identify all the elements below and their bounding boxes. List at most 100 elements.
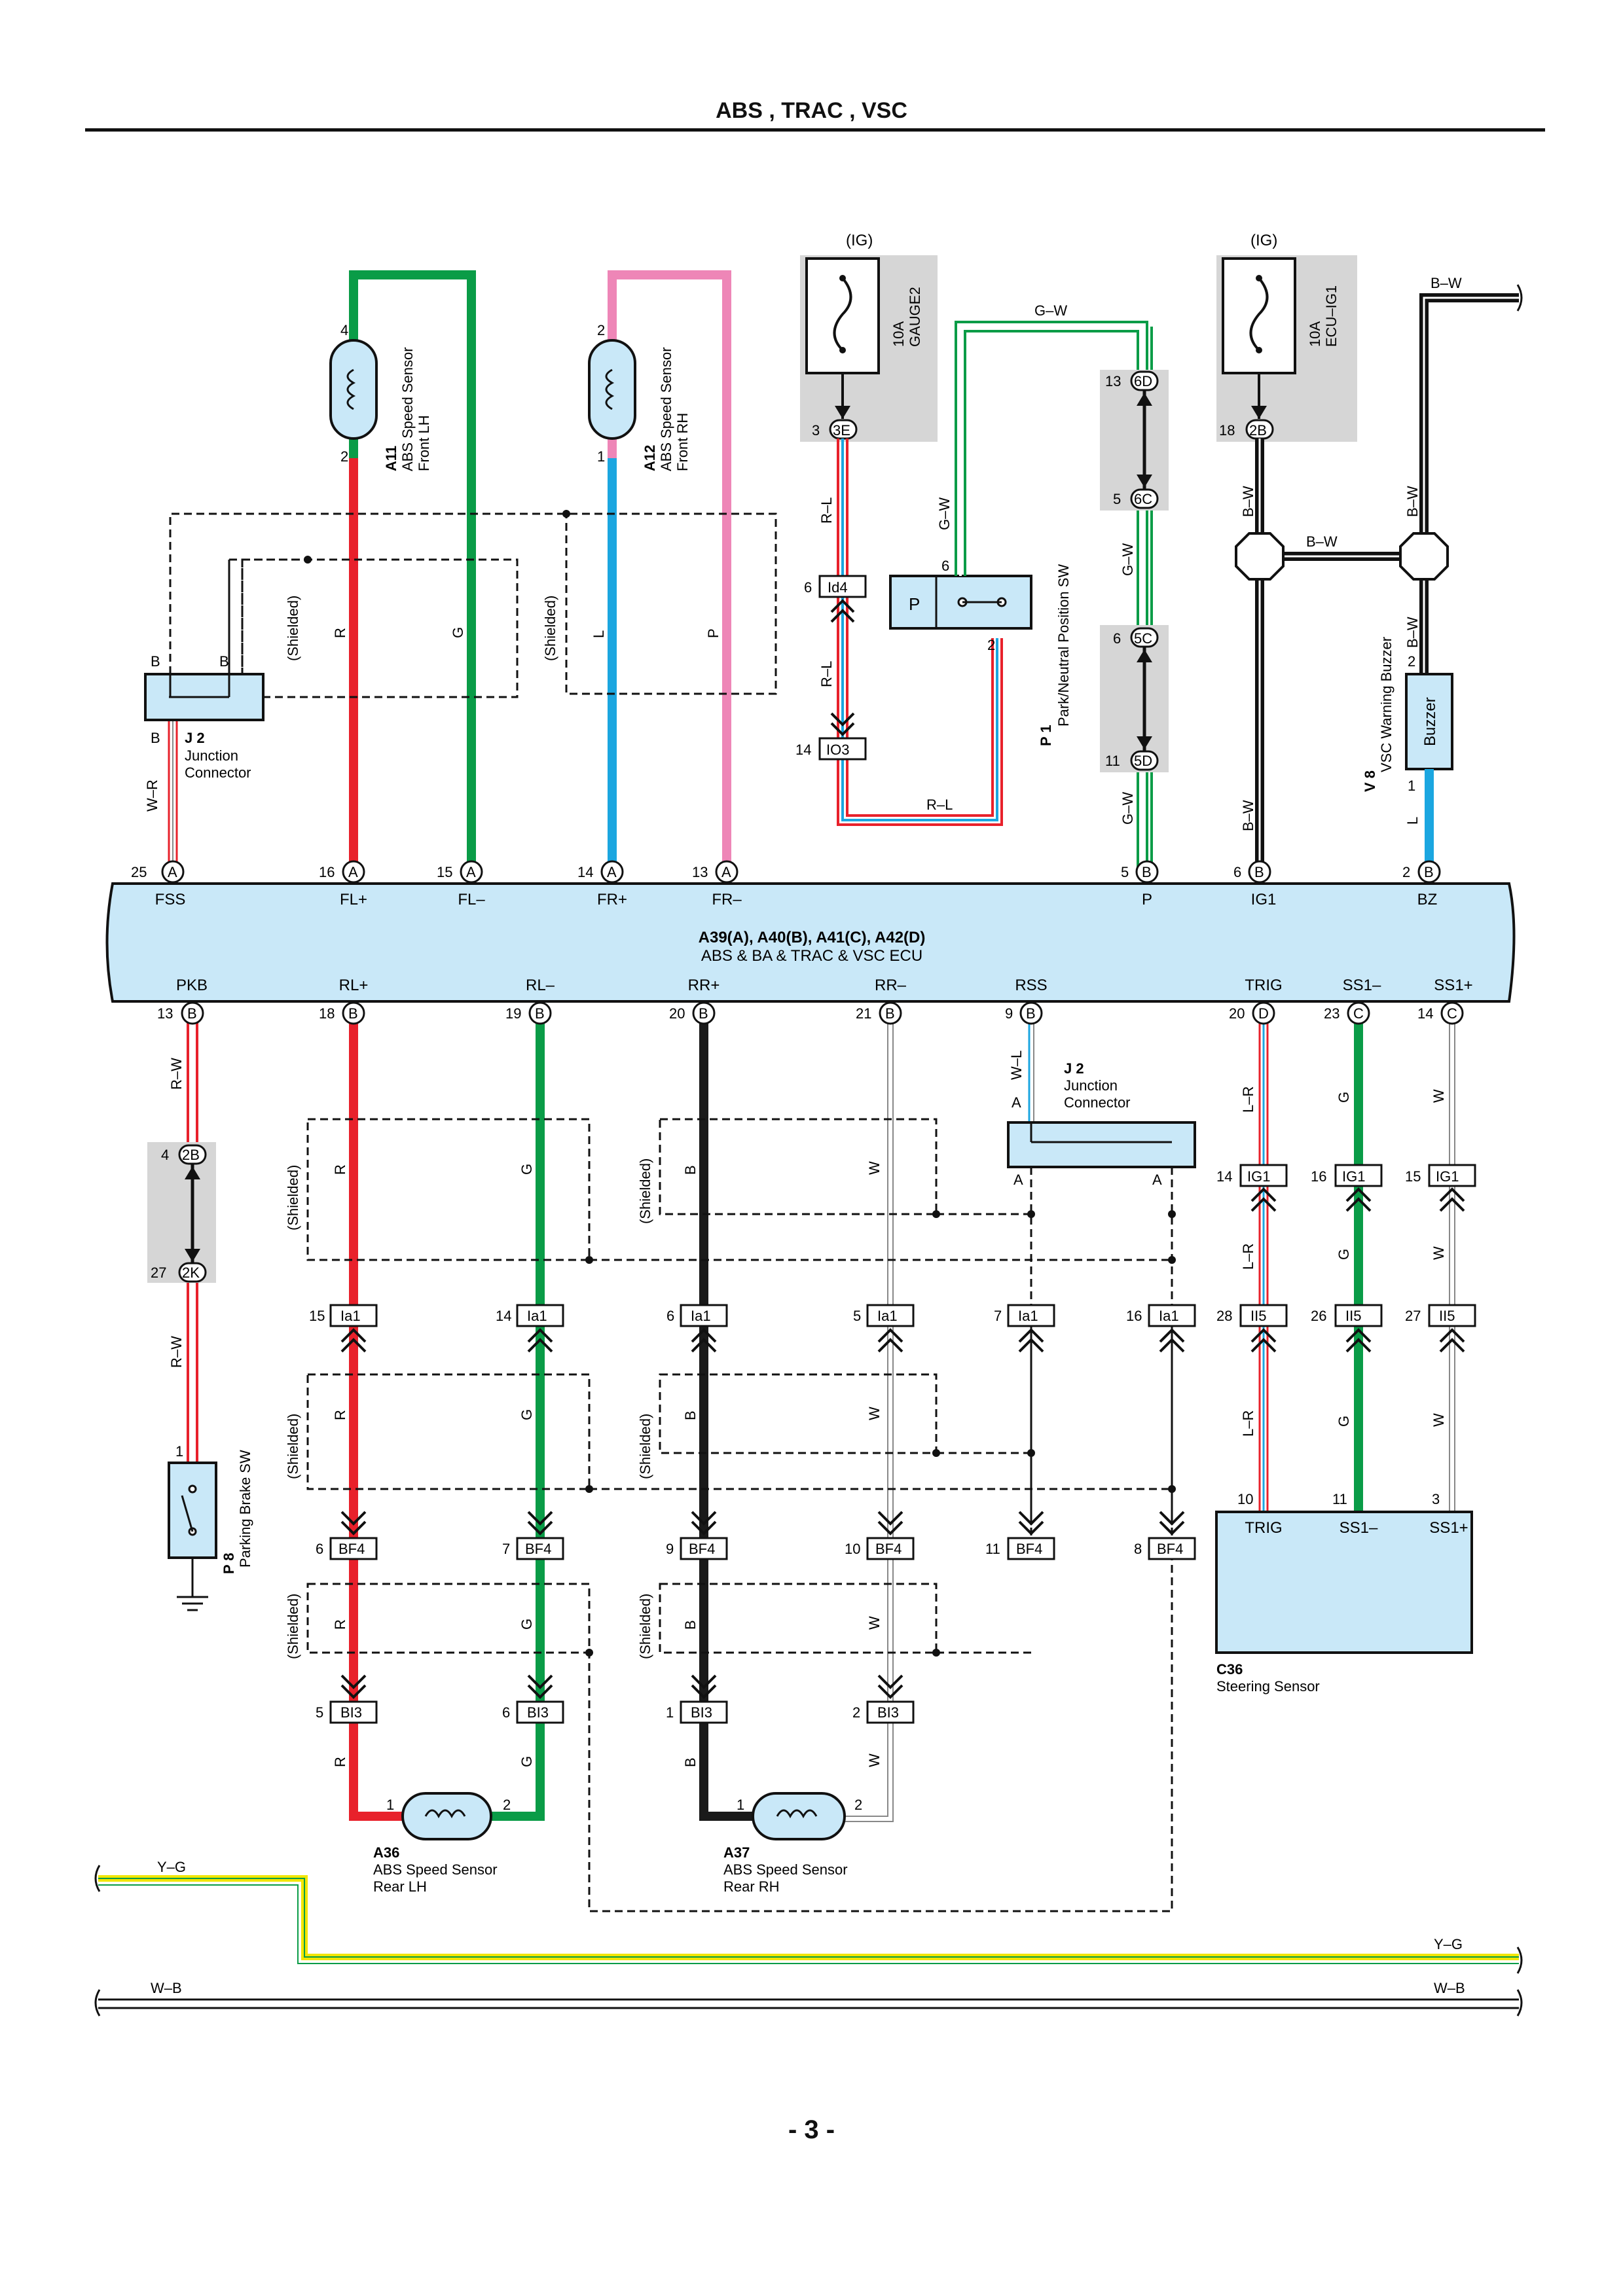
wire-label-b-w-2: B–W	[1240, 486, 1256, 517]
steer-w-1: W	[1431, 1089, 1447, 1103]
j2-bottom-id: J 2	[1064, 1060, 1084, 1077]
conn-2b-pin: 4	[161, 1147, 169, 1163]
shielded-label-5: (Shielded)	[285, 1594, 301, 1659]
conn-block-5c5d	[1100, 625, 1169, 772]
wire-fl	[349, 270, 476, 872]
a12-label-1: ABS Speed Sensor	[658, 347, 674, 471]
wire-label-b-w-6: B–W	[1240, 800, 1256, 831]
j2-bottom-l1: Junction	[1064, 1077, 1118, 1094]
top-pin-markers	[161, 860, 1441, 884]
conn-id4-label: Id4	[828, 579, 848, 596]
j2-bottom	[1007, 1121, 1196, 1168]
wire-steering	[1258, 1014, 1455, 1512]
ii5-l-3: II5	[1439, 1308, 1455, 1324]
top-pin-num-1: 16	[319, 864, 335, 880]
j2-top-l1: Junction	[185, 747, 238, 764]
wire-label-r-l-2: R–L	[818, 661, 835, 687]
ia1-pin-7: 7	[994, 1308, 1002, 1324]
j2-bottom-l2: Connector	[1064, 1094, 1131, 1111]
ig1-l-2: IG1	[1342, 1168, 1365, 1185]
conn-5d-pin: 11	[1105, 753, 1120, 769]
bi3-pin-6: 6	[502, 1704, 510, 1721]
conn-3e-label: 3E	[833, 422, 850, 439]
top-pin-num-2: 15	[437, 864, 452, 880]
bot-pin-conn-7: C	[1353, 1005, 1364, 1022]
a37-pin-2: 2	[854, 1797, 862, 1813]
bot-pin-conn-8: C	[1447, 1005, 1457, 1022]
rr-b-3: B	[682, 1620, 699, 1630]
bf4-l-5: BF4	[1016, 1541, 1042, 1557]
fuse-ecuig1	[1222, 257, 1296, 419]
junction-octagons	[1235, 532, 1449, 581]
bi3-l-1: BI3	[340, 1704, 362, 1721]
conn-2b-top-label: 2B	[1249, 422, 1267, 439]
j2-bottom-a1: A	[1012, 1094, 1021, 1111]
ii5-l-2: II5	[1345, 1308, 1361, 1324]
rl-r-3: R	[332, 1619, 348, 1630]
v8-label: VSC Warning Buzzer	[1378, 637, 1395, 772]
wire-rss	[1028, 1014, 1034, 1122]
p1-pin-6: 6	[941, 558, 949, 574]
conn-6d-pin: 13	[1105, 373, 1121, 389]
ig1-l-3: IG1	[1436, 1168, 1459, 1185]
rr-b-1: B	[682, 1165, 699, 1175]
shield-boxes-bottom	[306, 1118, 938, 1654]
conn-id4-pin: 6	[804, 579, 812, 596]
ia1-pin-14: 14	[496, 1308, 511, 1324]
a11-id: A11	[383, 446, 399, 471]
bi3-pin-5: 5	[316, 1704, 323, 1721]
j2-top	[144, 558, 308, 721]
steering-conns	[1239, 1164, 1476, 1327]
a37-l1: ABS Speed Sensor	[723, 1861, 848, 1878]
ecu-pin-rr-plus: RR+	[688, 977, 720, 994]
rl-r-2: R	[332, 1410, 348, 1420]
title-rule	[85, 128, 1545, 132]
bot-pin-conn-5: B	[1026, 1005, 1036, 1022]
conn-row-bf4	[329, 1537, 1196, 1560]
bot-pin-num-3: 20	[669, 1005, 685, 1022]
wire-label-w-l: W–L	[1008, 1050, 1025, 1080]
fuse-ecuig1-supply: (IG)	[1250, 232, 1277, 249]
top-pin-num-7: 2	[1402, 864, 1410, 880]
fuse-gauge2-name: GAUGE2	[907, 287, 923, 347]
bottom-pin-markers	[181, 1001, 1464, 1025]
ecu-top-pins: FSS FL+ FL– FR+ FR– P IG1 BZ	[155, 891, 1438, 908]
wire-label-g-w-4: G–W	[1120, 792, 1136, 825]
top-pin-num-0: 25	[131, 864, 147, 880]
ia1-l-6: Ia1	[1159, 1308, 1179, 1324]
ecu-bottom-pins: PKB RL+ RL– RR+ RR– RSS TRIG SS1– SS1+	[176, 977, 1473, 994]
ia1-pin-16: 16	[1126, 1308, 1142, 1324]
a37-pin-1: 1	[737, 1797, 744, 1813]
yg-label-left: Y–G	[157, 1859, 186, 1875]
conn-id4	[818, 575, 867, 736]
bottom-pin-texts: 13 B 18 B 19 B 20 B 21 B 9 B 20 D 23 C 1…	[157, 1005, 1457, 1022]
p8-label: Parking Brake SW	[237, 1450, 253, 1568]
p8-switch	[168, 1462, 217, 1611]
fuse-ecuig1-amp: 10A	[1307, 321, 1323, 347]
wire-fr	[608, 270, 731, 872]
bf4-pin-6: 6	[316, 1541, 323, 1557]
rl-r-1: R	[332, 1164, 348, 1175]
conn-block-6d6c	[1100, 370, 1169, 511]
ecu-pin-ss1-plus: SS1+	[1434, 977, 1472, 994]
v8-pin-2: 2	[1408, 653, 1415, 670]
wire-label-g-w-2: G–W	[936, 497, 953, 530]
conn-5c-label: 5C	[1134, 630, 1152, 647]
rr-b-2: B	[682, 1410, 699, 1420]
top-pin-conn-2: A	[466, 864, 476, 880]
wire-label-b-w-4: B–W	[1306, 533, 1338, 550]
steer-lr-1: L–R	[1240, 1086, 1256, 1113]
bf4-l-6: BF4	[1157, 1541, 1183, 1557]
bf4-pin-10: 10	[845, 1541, 860, 1557]
c36-id: C36	[1216, 1661, 1243, 1677]
a36-id: A36	[373, 1844, 399, 1861]
ig1-l-1: IG1	[1247, 1168, 1270, 1185]
ii5-pin-26: 26	[1311, 1308, 1326, 1324]
ecu-pin-fl-minus: FL–	[458, 891, 485, 908]
ecu-pin-ig1: IG1	[1251, 891, 1277, 908]
v8-pin-1: 1	[1408, 778, 1415, 794]
ecu-pin-fr-minus: FR–	[712, 891, 742, 908]
a36-l2: Rear LH	[373, 1878, 427, 1895]
bot-pin-num-0: 13	[157, 1005, 173, 1022]
